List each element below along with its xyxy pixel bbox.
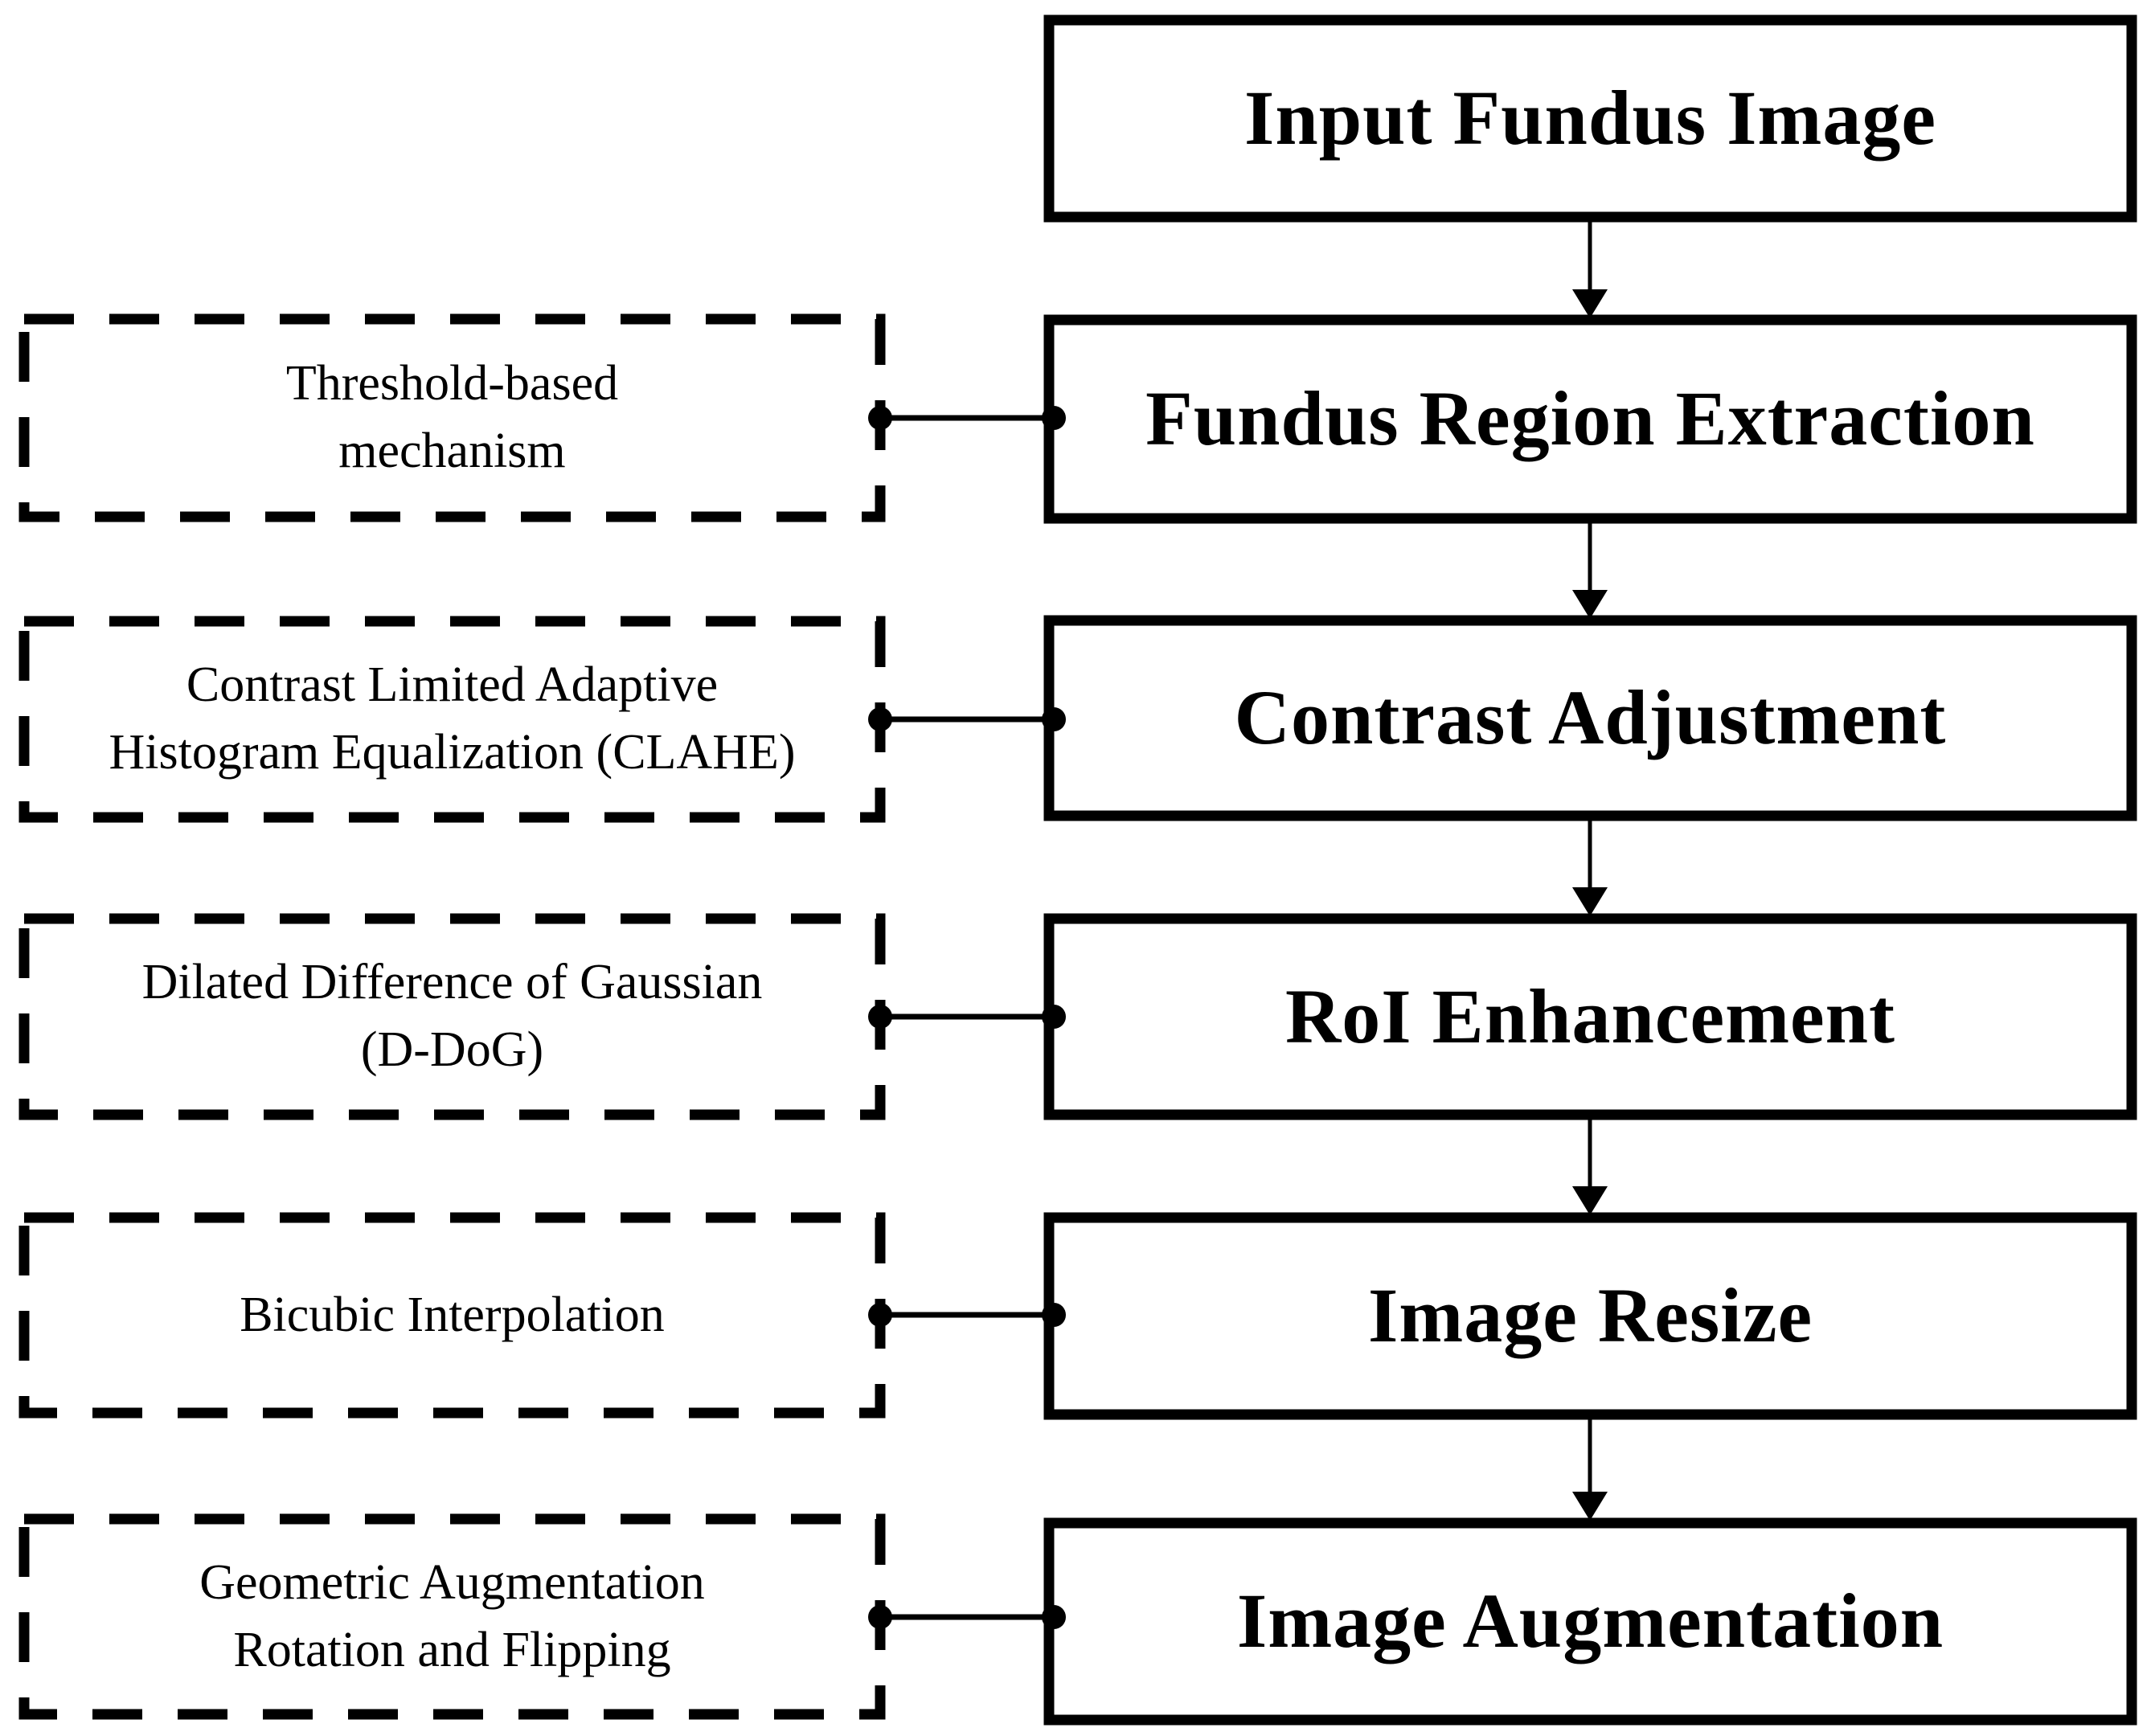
connector-dot-icon bbox=[868, 406, 892, 430]
node-label: RoI Enhancement bbox=[1284, 972, 1896, 1059]
arrow-head-icon bbox=[1572, 1186, 1608, 1215]
connector-dot-icon bbox=[1042, 1605, 1066, 1629]
pipeline-node-fundus-region-extraction: Fundus Region Extraction bbox=[1049, 320, 2132, 518]
node-label: Threshold-based mechanism bbox=[285, 356, 619, 478]
node-label: Input Fundus Image bbox=[1244, 75, 1936, 162]
method-node-bicubic-interpolation: Bicubic Interpolation bbox=[24, 1218, 880, 1413]
connector-dot-icon bbox=[1042, 406, 1066, 430]
connector-dot-icon bbox=[1042, 1303, 1066, 1327]
pipeline-node-contrast-adjustment: Contrast Adjustment bbox=[1049, 620, 2132, 816]
pipeline-node-image-augmentation: Image Augmentation bbox=[1049, 1523, 2132, 1720]
node-label: Geometric Augmentation Rotation and Flip… bbox=[199, 1554, 705, 1677]
pipeline-node-image-resize: Image Resize bbox=[1049, 1218, 2132, 1415]
node-label: Contrast Adjustment bbox=[1234, 674, 1947, 761]
connector-dot-icon bbox=[1042, 707, 1066, 731]
method-node-clahe: Contrast Limited Adaptive Histogram Equa… bbox=[24, 621, 880, 817]
node-label: Image Augmentation bbox=[1236, 1578, 1944, 1664]
connector-dot-icon bbox=[868, 1005, 892, 1029]
connector-dot-icon bbox=[1042, 1005, 1066, 1029]
method-node-d-dog: Dilated Difference of Gaussian (D-DoG) bbox=[24, 919, 880, 1115]
connector-dot-icon bbox=[868, 1605, 892, 1629]
pipeline-node-roi-enhancement: RoI Enhancement bbox=[1049, 919, 2132, 1115]
arrow-head-icon bbox=[1572, 1492, 1608, 1521]
pipeline-node-input-fundus-image: Input Fundus Image bbox=[1049, 20, 2132, 217]
node-label: Bicubic Interpolation bbox=[240, 1287, 665, 1342]
node-label: Dilated Difference of Gaussian (D-DoG) bbox=[141, 955, 763, 1077]
arrow-head-icon bbox=[1572, 887, 1608, 916]
node-label: Fundus Region Extraction bbox=[1145, 375, 2035, 462]
method-node-geometric-augmentation: Geometric Augmentation Rotation and Flip… bbox=[24, 1519, 880, 1714]
connector-dot-icon bbox=[868, 1303, 892, 1327]
arrow-head-icon bbox=[1572, 289, 1608, 318]
node-label: Image Resize bbox=[1367, 1272, 1813, 1359]
node-label: Contrast Limited Adaptive Histogram Equa… bbox=[109, 657, 796, 780]
method-node-threshold-based-mechanism: Threshold-based mechanism bbox=[24, 319, 880, 517]
connector-dot-icon bbox=[868, 707, 892, 731]
arrow-head-icon bbox=[1572, 590, 1608, 619]
box-input-fundus-image bbox=[1043, 14, 2137, 223]
